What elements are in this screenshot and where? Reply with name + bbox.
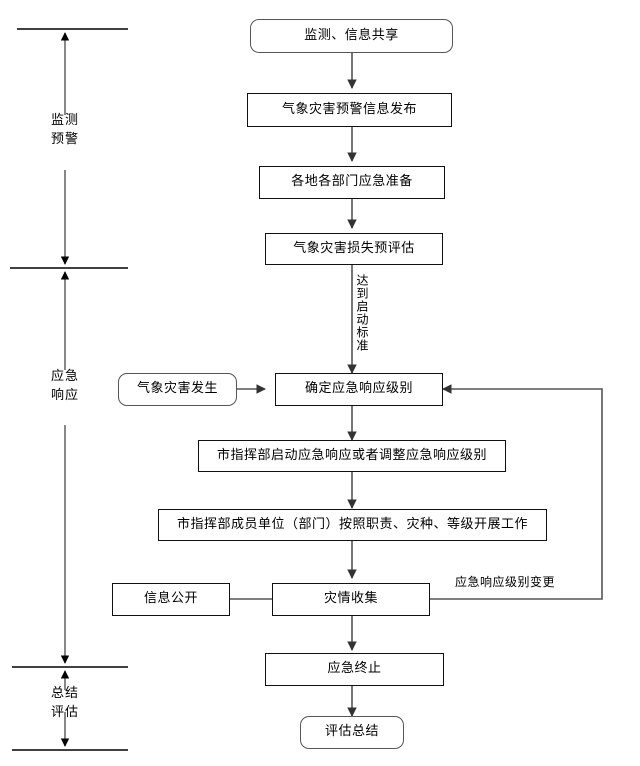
node-hq-start-adjust[interactable]: 市指挥部启动应急响应或者调整应急响应级别: [198, 440, 506, 472]
node-disaster-occurs[interactable]: 气象灾害发生: [118, 373, 237, 406]
node-assess-summary[interactable]: 评估总结: [300, 716, 404, 749]
node-member-units-work[interactable]: 市指挥部成员单位（部门）按照职责、灾种、等级开展工作: [158, 509, 547, 541]
node-response-end[interactable]: 应急终止: [265, 653, 444, 686]
phase-label-monitoring: 监测 预警: [50, 113, 79, 147]
node-info-disclosure[interactable]: 信息公开: [112, 583, 230, 616]
edge-label-level-change: 应急响应级别变更: [455, 575, 556, 589]
edge-label-reach-threshold: 达到启动标准: [355, 274, 369, 352]
node-warning-release[interactable]: 气象灾害预警信息发布: [247, 93, 452, 127]
phase-label-summary: 总结 评估: [50, 686, 79, 720]
node-disaster-collect[interactable]: 灾情收集: [272, 583, 430, 616]
phase-label-response: 应急 响应: [50, 369, 79, 403]
node-loss-preassess[interactable]: 气象灾害损失预评估: [265, 233, 443, 265]
node-dept-prepare[interactable]: 各地各部门应急准备: [259, 166, 445, 199]
node-determine-level[interactable]: 确定应急响应级别: [275, 373, 443, 406]
node-monitor-share[interactable]: 监测、信息共享: [250, 19, 453, 53]
edge-level-change-feedback: [430, 384, 603, 600]
